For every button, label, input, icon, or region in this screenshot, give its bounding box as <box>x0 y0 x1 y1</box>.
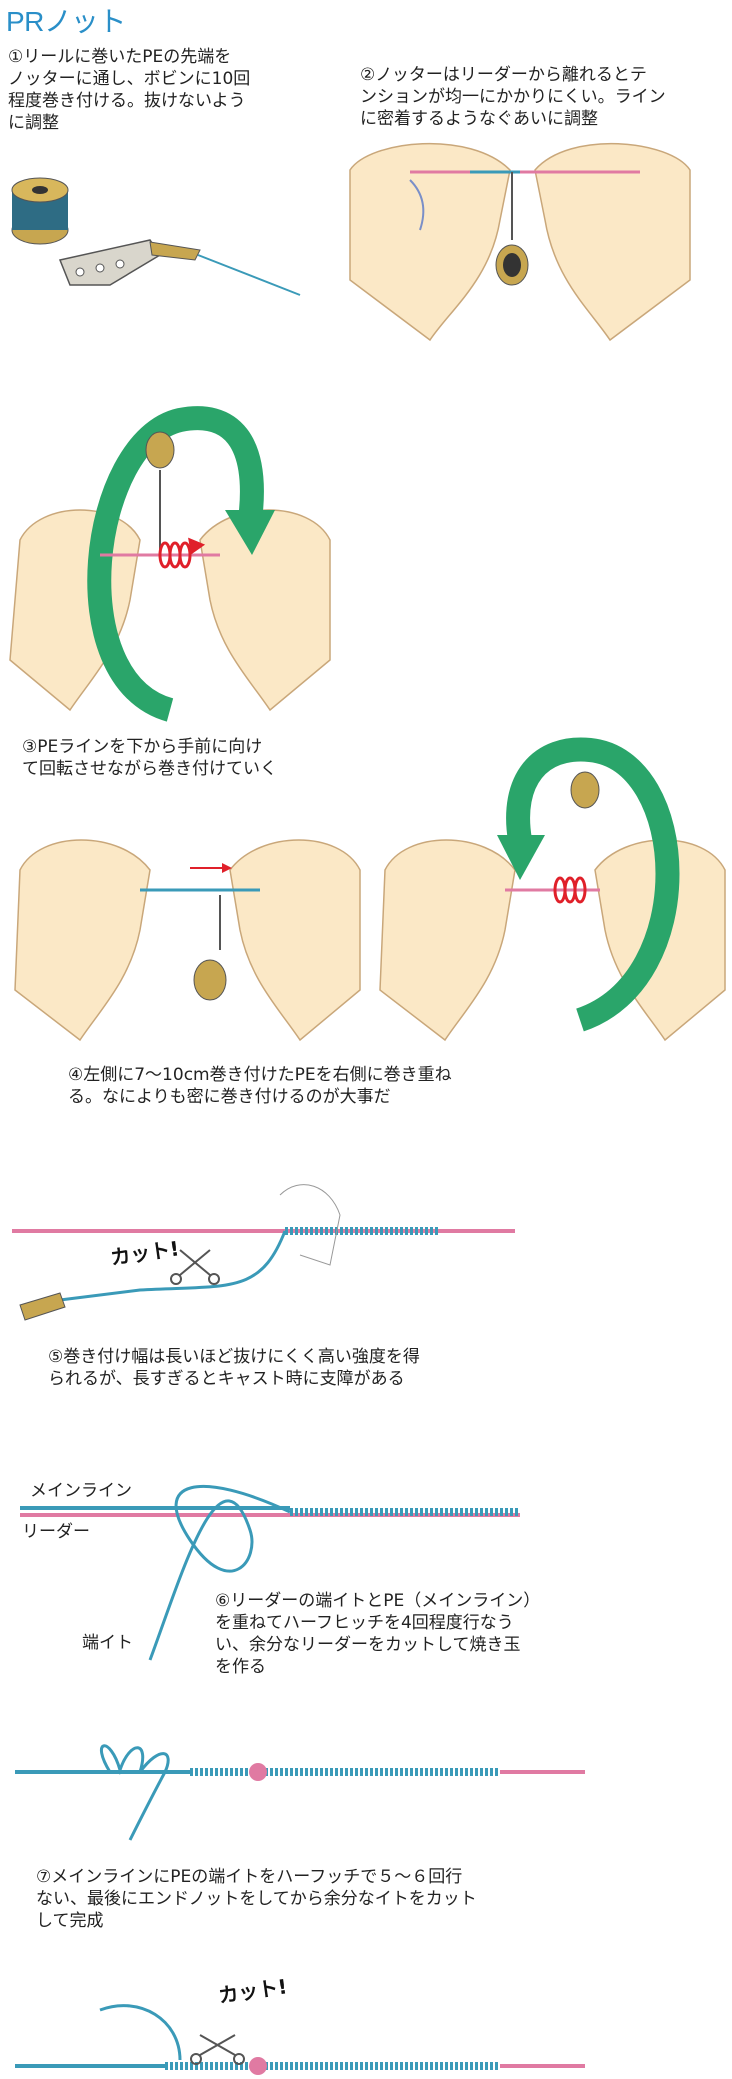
step-2-caption: ②ノッターはリーダーから離れるとテ ンションが均一にかかりにくい。ライン に密着… <box>360 64 666 130</box>
step-7-caption: ⑦メインラインにPEの端イトをハーフッチで５〜６回行 ない、最後にエンドノットを… <box>36 1866 477 1932</box>
step-4-caption: ④左側に7〜10cm巻き付けたPEを右側に巻き重ね る。なによりも密に巻き付ける… <box>68 1064 452 1108</box>
step-2-illustration <box>350 130 690 340</box>
step-1-illustration <box>0 160 320 310</box>
right-hand-icon <box>200 510 330 710</box>
leader-label: リーダー <box>22 1517 90 1542</box>
step-6-caption: ⑥リーダーの端イトとPE（メインライン） を重ねてハーフヒッチを4回程度行なう … <box>215 1590 540 1678</box>
final-illustration <box>0 1980 732 2079</box>
step-5-caption: ⑤巻き付け幅は長いほど抜けにくく高い強度を得 られるが、長すぎるとキャスト時に支… <box>48 1346 420 1390</box>
step-7-illustration <box>0 1740 732 1850</box>
page-title: PRノット <box>6 0 126 40</box>
scissors-icon <box>191 2035 244 2064</box>
step-4-illustration <box>0 740 732 1050</box>
burnt-ball-icon <box>249 2057 267 2075</box>
tag-end-label: 端イト <box>82 1628 133 1653</box>
half-hitch-loops <box>101 1746 168 1840</box>
bobbin-knotter-icon <box>12 178 300 295</box>
burnt-ball-icon <box>249 1763 267 1781</box>
step-4-right-hands <box>380 750 725 1040</box>
knotter-tip-icon <box>20 1293 65 1320</box>
step-1-caption: ①リールに巻いたPEの先端を ノッターに通し、ボビンに10回 程度巻き付ける。抜… <box>8 46 250 134</box>
main-line-label: メインライン <box>30 1476 132 1501</box>
step-4-left-hands <box>15 840 360 1040</box>
step-3-illustration <box>0 380 340 720</box>
bobbin-icon <box>146 432 174 468</box>
